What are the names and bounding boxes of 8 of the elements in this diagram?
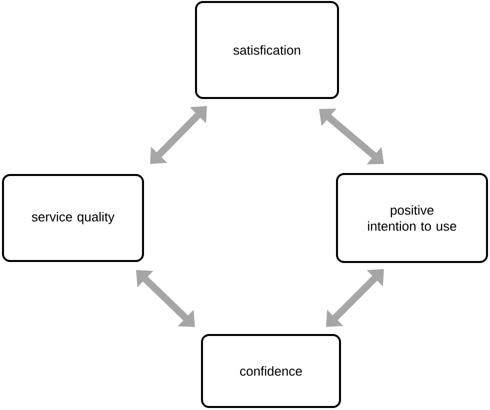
double-arrow (150, 106, 207, 164)
double-arrow (136, 270, 195, 327)
process-box: positive intention to use (336, 173, 488, 263)
double-arrow (326, 269, 384, 327)
double-arrow (319, 108, 384, 164)
process-box: satisfication (195, 1, 339, 99)
process-box: service quality (2, 174, 144, 262)
process-box: confidence (201, 334, 341, 408)
